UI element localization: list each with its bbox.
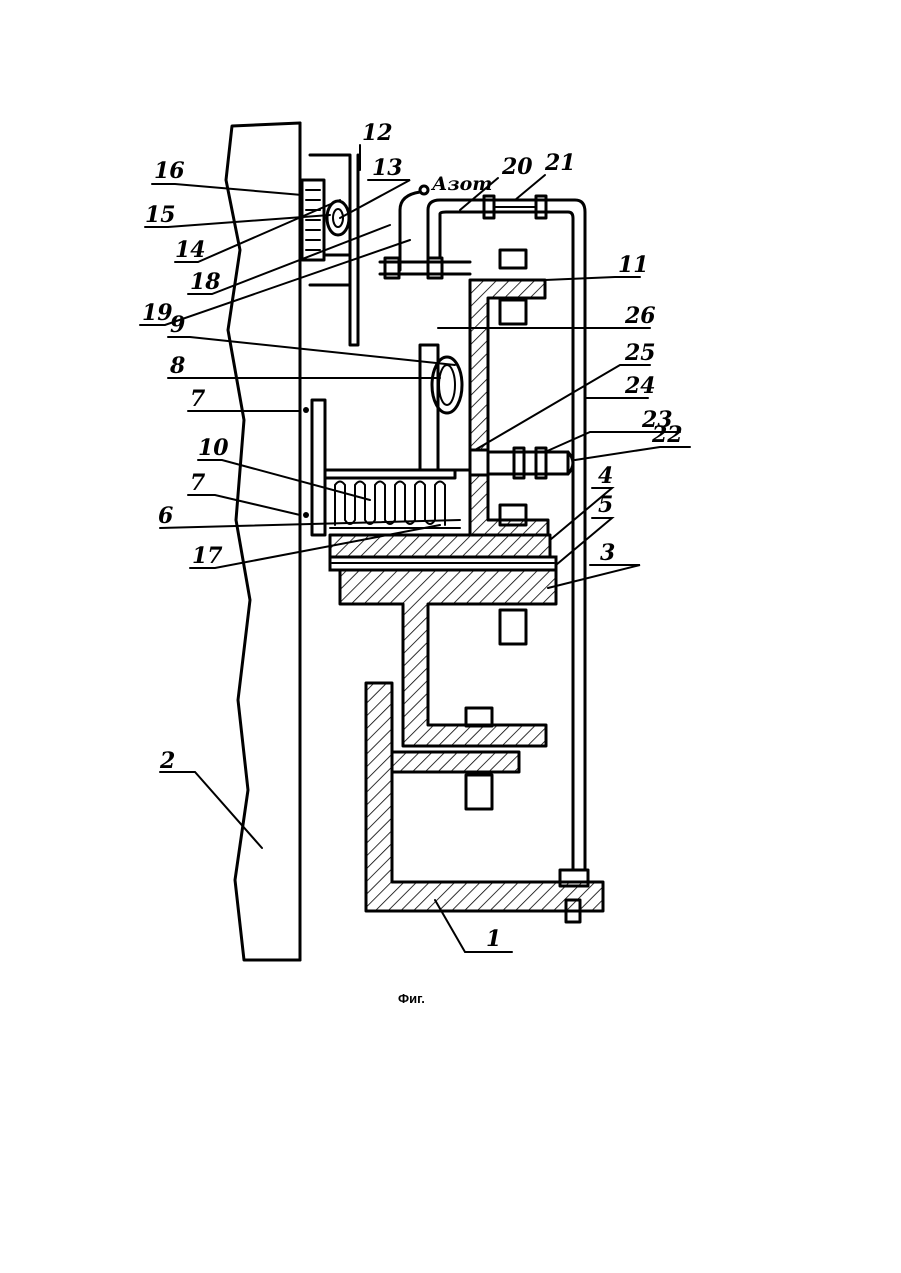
gas-label: Азот bbox=[430, 173, 492, 195]
label-24: 24 bbox=[624, 373, 656, 399]
label-4: 4 bbox=[598, 463, 613, 489]
label-5: 5 bbox=[598, 492, 613, 518]
label-8: 8 bbox=[169, 353, 185, 379]
label-2: 2 bbox=[159, 748, 175, 774]
label-25: 25 bbox=[624, 340, 656, 366]
label-10: 10 bbox=[198, 435, 229, 461]
label-20: 20 bbox=[501, 154, 533, 180]
top-bracket bbox=[302, 155, 358, 345]
wall-body bbox=[226, 123, 300, 960]
heater-assembly bbox=[303, 400, 460, 535]
label-3: 3 bbox=[600, 540, 615, 566]
label-16: 16 bbox=[154, 158, 185, 184]
label-26: 26 bbox=[624, 303, 656, 329]
label-14: 14 bbox=[175, 237, 206, 263]
label-21: 21 bbox=[544, 150, 576, 176]
label-23: 23 bbox=[641, 407, 673, 433]
label-12: 12 bbox=[362, 120, 393, 146]
label-19: 19 bbox=[142, 300, 173, 326]
label-7-bottom: 7 bbox=[190, 470, 206, 496]
middle-coupling bbox=[488, 448, 573, 478]
label-6: 6 bbox=[158, 503, 173, 529]
label-11: 11 bbox=[618, 252, 649, 278]
label-18: 18 bbox=[190, 269, 221, 295]
label-13: 13 bbox=[372, 155, 403, 181]
figure-caption: Фиг. bbox=[398, 991, 425, 1006]
label-7-top: 7 bbox=[190, 386, 206, 412]
label-15: 15 bbox=[145, 202, 176, 228]
label-17: 17 bbox=[192, 543, 223, 569]
label-1: 1 bbox=[486, 926, 501, 952]
